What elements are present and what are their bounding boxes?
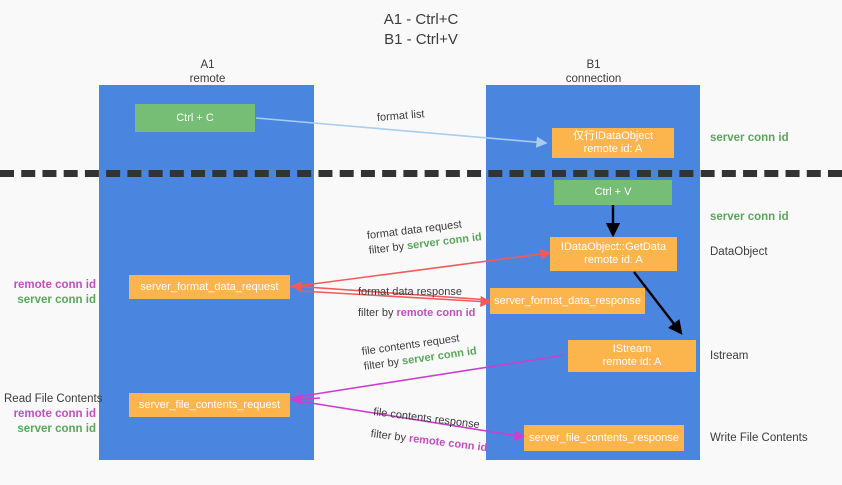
flow-label-fdresp-line1: format data response [358,286,462,298]
annotation-group-conn-ids-1: remote conn id server conn id [8,278,96,308]
column-header-b1: B1 connection [516,58,671,86]
annotation-server-conn-id-1: server conn id [710,132,789,144]
box-server-format-data-response-label: server_format_data_response [494,294,641,307]
flow-label-file-contents-response: file contents response filter by remote … [370,405,491,456]
flow-label-fcresp-prefix: filter by [369,427,410,445]
flow-label-format-data-request: format data request filter by server con… [366,215,483,259]
box-idataobject[interactable]: 仅行IDataObject remote id: A [552,128,674,158]
column-b1-name: B1 [586,59,601,71]
box-getdata-line2: remote id: A [584,254,643,266]
box-server-file-contents-response[interactable]: server_file_contents_response [524,425,684,451]
box-idataobject-line2: remote id: A [583,143,643,155]
annotation-group-read-file-contents: Read File Contents remote conn id server… [4,392,103,437]
column-b1-sub: connection [565,73,622,85]
annotation-write-file-contents: Write File Contents [710,432,808,444]
box-getdata-line1: IDataObject::GetData [560,241,667,253]
column-header-a1: A1 remote [130,58,285,86]
annotation-remote-conn-id-1: remote conn id [13,279,96,291]
flow-label-fdresp-prefix: filter by [358,307,397,319]
box-server-format-data-response[interactable]: server_format_data_response [490,288,645,314]
box-ctrl-c[interactable]: Ctrl + C [135,104,255,132]
section-divider [0,170,842,177]
annotation-server-conn-id-3: server conn id [17,294,96,306]
annotation-istream: Istream [710,350,749,362]
flow-label-format-data-response: format data response filter by remote co… [358,285,475,321]
box-ctrl-v-label: Ctrl + V [594,186,632,198]
box-idataobject-line1: 仅行IDataObject [572,130,654,142]
box-server-file-contents-request[interactable]: server_file_contents_request [129,393,290,417]
column-a1-name: A1 [200,59,215,71]
flow-label-format-list: format list [376,108,425,124]
annotation-server-conn-id-4: server conn id [17,423,96,435]
annotation-server-conn-id-2: server conn id [710,211,789,223]
box-idataobject-getdata[interactable]: IDataObject::GetData remote id: A [550,237,677,271]
page-title: A1 - Ctrl+C B1 - Ctrl+V [0,10,842,50]
box-ctrl-v[interactable]: Ctrl + V [554,180,672,205]
box-server-format-data-request-label: server_format_data_request [140,280,279,293]
flow-label-fdr-prefix: filter by [368,240,408,257]
flow-label-fcr-prefix: filter by [363,355,403,373]
flow-label-fdresp-line2: filter by remote conn id [358,300,475,321]
title-line-2: B1 - Ctrl+V [384,31,458,48]
box-istream[interactable]: IStream remote id: A [568,340,696,372]
annotation-read-file-contents: Read File Contents [4,393,103,405]
box-server-file-contents-response-label: server_file_contents_response [529,431,679,444]
annotation-remote-conn-id-2: remote conn id [13,408,96,420]
flow-label-file-contents-request: file contents request filter by server c… [361,329,478,375]
flow-label-fcresp-key: remote conn id [408,432,488,455]
title-line-1: A1 - Ctrl+C [383,11,459,28]
box-ctrl-c-label: Ctrl + C [176,111,214,124]
box-server-file-contents-request-label: server_file_contents_request [138,398,281,411]
box-server-format-data-request[interactable]: server_format_data_request [129,275,290,299]
annotation-dataobject: DataObject [710,246,768,258]
column-a1-sub: remote [189,73,226,85]
box-istream-line1: IStream [612,343,652,355]
flow-label-fdresp-key: remote conn id [396,307,476,319]
box-istream-line2: remote id: A [602,356,662,368]
